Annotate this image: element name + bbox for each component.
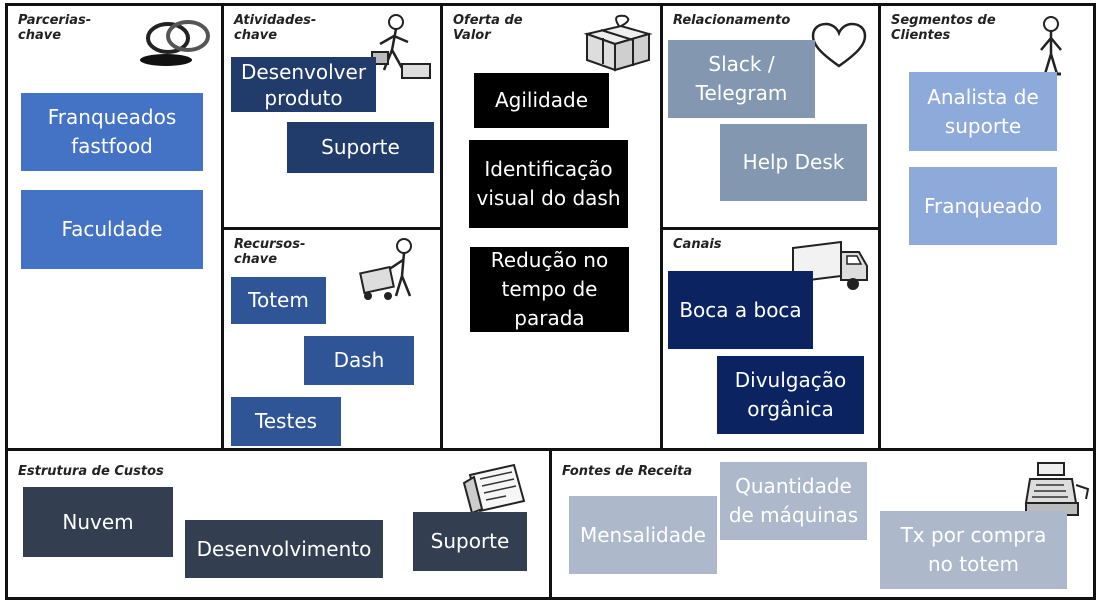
sticky-note: Dash — [304, 336, 414, 385]
sticky-note: Redução no tempo de parada — [470, 247, 629, 332]
section-title: Fontes de Receita — [562, 464, 693, 479]
sticky-note: Suporte — [287, 122, 434, 173]
sticky-note: Franqueados fastfood — [21, 93, 203, 171]
gift-box-icon — [581, 14, 655, 72]
sticky-note: Faculdade — [21, 190, 203, 269]
section-atividades-chave: Atividades- chave — [221, 3, 443, 230]
cash-register-icon — [1024, 459, 1092, 519]
sticky-note: Agilidade — [474, 73, 609, 128]
section-title: Oferta de Valor — [453, 13, 523, 43]
section-title: Recursos- chave — [234, 237, 306, 267]
sticky-note: Help Desk — [720, 124, 867, 201]
sticky-note: Nuvem — [23, 487, 173, 557]
section-title: Atividades- chave — [234, 13, 317, 43]
sticky-note: Tx por compra no totem — [880, 511, 1067, 589]
sticky-note: Analista de suporte — [909, 72, 1057, 151]
sticky-note: Mensalidade — [569, 496, 717, 574]
sticky-note: Franqueado — [909, 167, 1057, 245]
sticky-note: Slack / Telegram — [668, 40, 815, 118]
section-title: Relacionamento — [673, 13, 791, 28]
heart-icon — [809, 22, 869, 70]
worker-with-cart-icon — [358, 236, 434, 304]
sticky-note: Divulgação orgânica — [717, 356, 864, 434]
sticky-note: Testes — [231, 397, 341, 446]
section-title: Estrutura de Custos — [18, 464, 164, 479]
linked-rings-icon — [136, 14, 216, 70]
sticky-note: Desenvolver produto — [231, 57, 376, 112]
sticky-note: Quantidade de máquinas — [720, 462, 867, 540]
section-title: Parcerias- chave — [18, 13, 92, 43]
section-title: Segmentos de Clientes — [891, 13, 996, 43]
person-icon — [1031, 14, 1071, 78]
price-tag-receipt-icon — [460, 461, 530, 515]
sticky-note: Identificação visual do dash — [469, 140, 628, 228]
sticky-note: Suporte — [413, 512, 527, 571]
sticky-note: Totem — [231, 277, 326, 324]
worker-with-box-icon — [362, 12, 434, 82]
sticky-note: Boca a boca — [668, 271, 813, 349]
section-title: Canais — [673, 237, 722, 252]
sticky-note: Desenvolvimento — [185, 520, 383, 578]
